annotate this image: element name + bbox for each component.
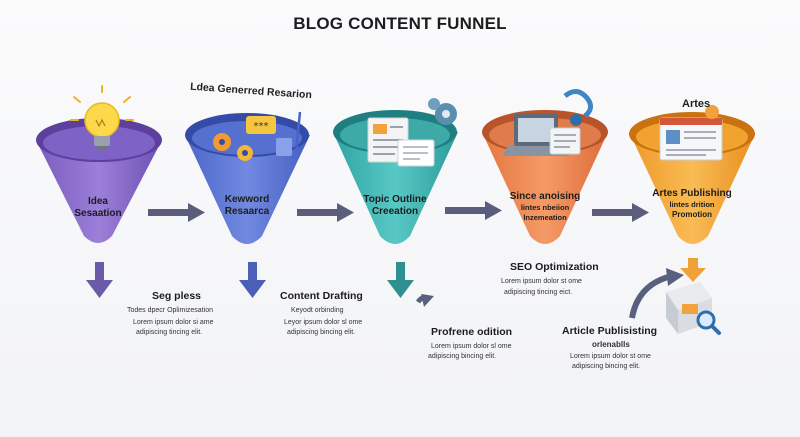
funnel-label-line: Creeation xyxy=(371,206,419,217)
connector-arrows xyxy=(148,201,649,222)
step-text-1c: adipiscing tincing elit. xyxy=(136,329,203,336)
laptop-magnet-icon xyxy=(502,89,593,156)
arrow-down-3 xyxy=(387,262,414,298)
arrow-down-5 xyxy=(680,258,706,282)
funnel-label-line: lintes drition xyxy=(669,200,715,209)
arrow-down-1 xyxy=(86,262,113,298)
svg-text:***: *** xyxy=(254,121,269,132)
step-text-1b: Lorem ipsum dolor si ame xyxy=(133,319,214,326)
funnel-label-line: Sesaation xyxy=(74,208,122,219)
curved-arrow-3 xyxy=(415,294,434,307)
funnel-label-idea: Idea Sesaation xyxy=(50,196,146,220)
document-search-icon xyxy=(666,282,721,335)
funnel-label-line: lintes nbeiion xyxy=(520,203,570,212)
step-text-5a: orlenablls xyxy=(592,340,630,349)
funnel-label-artes: Artes Publishing lintes drition Promotio… xyxy=(644,188,740,220)
step-text-1a: Todes dpecr Oplimizesation xyxy=(127,307,213,314)
funnel-topic xyxy=(333,98,458,244)
step-heading-5: Article Publisisting xyxy=(562,325,658,337)
step-heading-3: Profrene odition xyxy=(431,326,513,338)
funnel-idea xyxy=(36,85,162,243)
funnel-since xyxy=(482,89,608,244)
funnel-label-line: Since anoising xyxy=(509,191,581,202)
arrow-right-1 xyxy=(148,203,205,222)
funnel-artes xyxy=(629,105,755,244)
step-text-2b: Leyor ipsum dolor sl ome xyxy=(284,319,363,326)
lightbulb-icon xyxy=(70,85,134,150)
step-text-2a: Keyodt orbinding xyxy=(291,307,344,314)
arrow-right-3 xyxy=(445,201,502,220)
funnel-label-since: Since anoising lintes nbeiion lnzemeatio… xyxy=(497,191,593,223)
top-label-artes: Artes xyxy=(682,98,711,110)
curved-arrow-5 xyxy=(629,268,684,319)
step-heading-1: Seg pless xyxy=(152,290,202,302)
page-title: BLOG CONTENT FUNNEL xyxy=(293,14,507,33)
funnel-label-line: Idea xyxy=(87,196,108,207)
funnel-label-line: Promotion xyxy=(672,210,712,219)
step-text-3a: Lorem ipsum dolor sl ome xyxy=(431,343,512,350)
funnel-label-keyword: Kewword Resaarca xyxy=(199,194,295,218)
gears-chat-icon: *** xyxy=(213,111,302,161)
browser-article-icon xyxy=(659,105,723,161)
funnel-label-line: Resaarca xyxy=(224,206,270,217)
step-heading-4: SEO Optimization xyxy=(510,261,599,273)
funnel-label-line: Topic Outline xyxy=(363,194,427,205)
funnel-label-topic: Topic Outline Creeation xyxy=(347,194,443,218)
funnel-keyword: *** xyxy=(185,111,310,244)
step-heading-2: Content Drafting xyxy=(280,290,363,302)
arrow-down-2 xyxy=(239,262,266,298)
funnel-label-line: Artes Publishing xyxy=(652,188,732,199)
arrow-right-4 xyxy=(592,203,649,222)
step-text-5b: Lorem ipsum dolor st ome xyxy=(570,353,651,360)
arrow-right-2 xyxy=(297,203,354,222)
step-text-5c: adipiscing bincing elit. xyxy=(572,363,641,370)
step-text-4a: Lorem ipsum dolor st ome xyxy=(501,278,582,285)
step-text-3b: adipiscing bincing elit. xyxy=(428,353,497,360)
funnel-label-line: lnzemeation xyxy=(523,213,567,222)
funnel-label-line: Kewword xyxy=(224,194,270,205)
step-text-4b: adipiscing tincing eict. xyxy=(504,289,573,296)
document-outline-icon xyxy=(367,98,457,167)
step-text-2c: adipiscing bincing elit. xyxy=(287,329,356,336)
